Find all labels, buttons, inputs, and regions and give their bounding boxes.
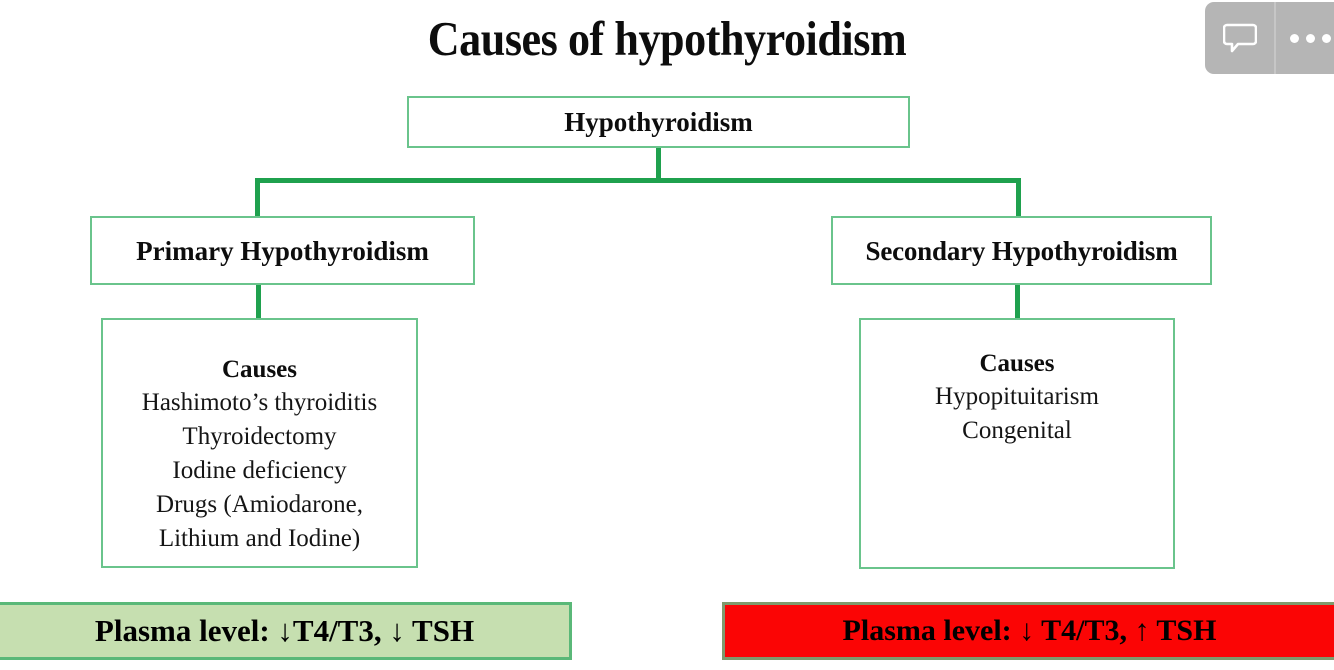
cause-item: Congenital [962,417,1072,444]
causes-heading: Causes [221,356,297,383]
connector-right-branch-drop [1016,178,1021,218]
plasma-level-text: Plasma level: ↓T4/T3, ↓ TSH [94,613,475,648]
comment-bubble-icon [1222,22,1257,54]
node-hypothyroidism-label: Hypothyroidism [564,107,753,137]
cause-item: Thyroidectomy [182,423,337,450]
causes-box-secondary: Causes Hypopituitarism Congenital [859,318,1175,569]
node-secondary-hypothyroidism-label: Secondary Hypothyroidism [865,235,1178,266]
connector-left-branch-drop [255,178,260,218]
cause-item: Iodine deficiency [172,457,347,484]
cause-item: Hashimoto’s thyroiditis [141,389,378,416]
cause-item: Lithium and Iodine) [158,525,361,552]
floating-tool-panel [1205,2,1334,74]
more-options-icon [1290,33,1331,43]
cause-item: Drugs (Amiodarone, [156,491,363,518]
connector-root-vertical [656,147,661,183]
page-title: Causes of hypothyroidism [427,11,907,66]
comment-button[interactable] [1205,2,1274,74]
node-secondary-hypothyroidism: Secondary Hypothyroidism [831,216,1212,285]
node-hypothyroidism: Hypothyroidism [407,96,910,148]
causes-heading: Causes [979,350,1055,377]
connector-primary-to-causes [256,283,261,320]
plasma-level-text: Plasma level: ↓ T4/T3, ↑ TSH [842,614,1217,647]
node-primary-hypothyroidism: Primary Hypothyroidism [90,216,475,285]
node-primary-hypothyroidism-label: Primary Hypothyroidism [136,235,429,266]
connector-secondary-to-causes [1015,283,1020,320]
plasma-level-banner-primary: Plasma level: ↓T4/T3, ↓ TSH [0,602,572,660]
more-options-button[interactable] [1276,2,1334,74]
connector-horizontal-bar [255,178,1021,183]
causes-box-primary: Causes Hashimoto’s thyroiditis Thyroidec… [101,318,418,568]
cause-item: Hypopituitarism [935,383,1099,410]
plasma-level-banner-secondary: Plasma level: ↓ T4/T3, ↑ TSH [722,602,1334,660]
tool-panel-divider [1274,2,1276,74]
